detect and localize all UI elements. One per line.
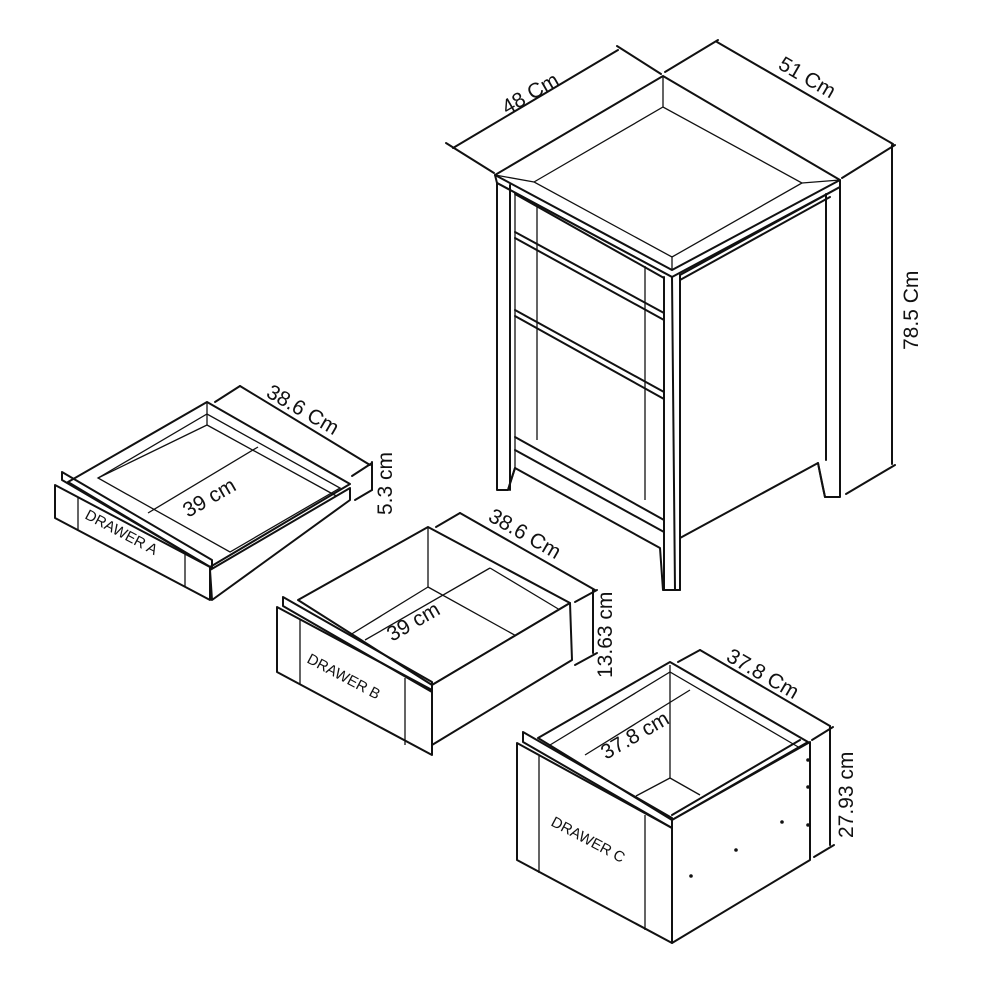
- drawer-b-height-label: 13.63 cm: [594, 592, 617, 678]
- drawer-a-depth-label: 38.6 Cm: [263, 380, 343, 440]
- cabinet-front: [496, 182, 676, 591]
- drawer-c-depth-label: 37.8 Cm: [723, 644, 803, 704]
- drawer-c-front: [516, 742, 673, 944]
- drawer-c: 37.8 Cm 37.8 cm 27.93 cm DRAWER C: [516, 644, 858, 944]
- cabinet: 48 Cm 51 Cm 78.5 Cm: [445, 39, 923, 591]
- drawer-c-height-label: 27.93 cm: [835, 752, 858, 838]
- drawer-a-front: [54, 484, 211, 601]
- cabinet-height-label: 78.5 Cm: [900, 271, 923, 350]
- drawer-a: 38.6 Cm 39 cm 5.3 cm DRAWER A: [54, 380, 397, 601]
- cabinet-width-label: 48 Cm: [498, 68, 563, 119]
- drawer-a-height-label: 5.3 cm: [374, 452, 397, 515]
- cabinet-dimension-lines: [445, 39, 896, 495]
- cabinet-depth-label: 51 Cm: [775, 52, 840, 103]
- drawer-b: 38.6 Cm 39 cm 13.63 cm DRAWER B: [276, 504, 617, 756]
